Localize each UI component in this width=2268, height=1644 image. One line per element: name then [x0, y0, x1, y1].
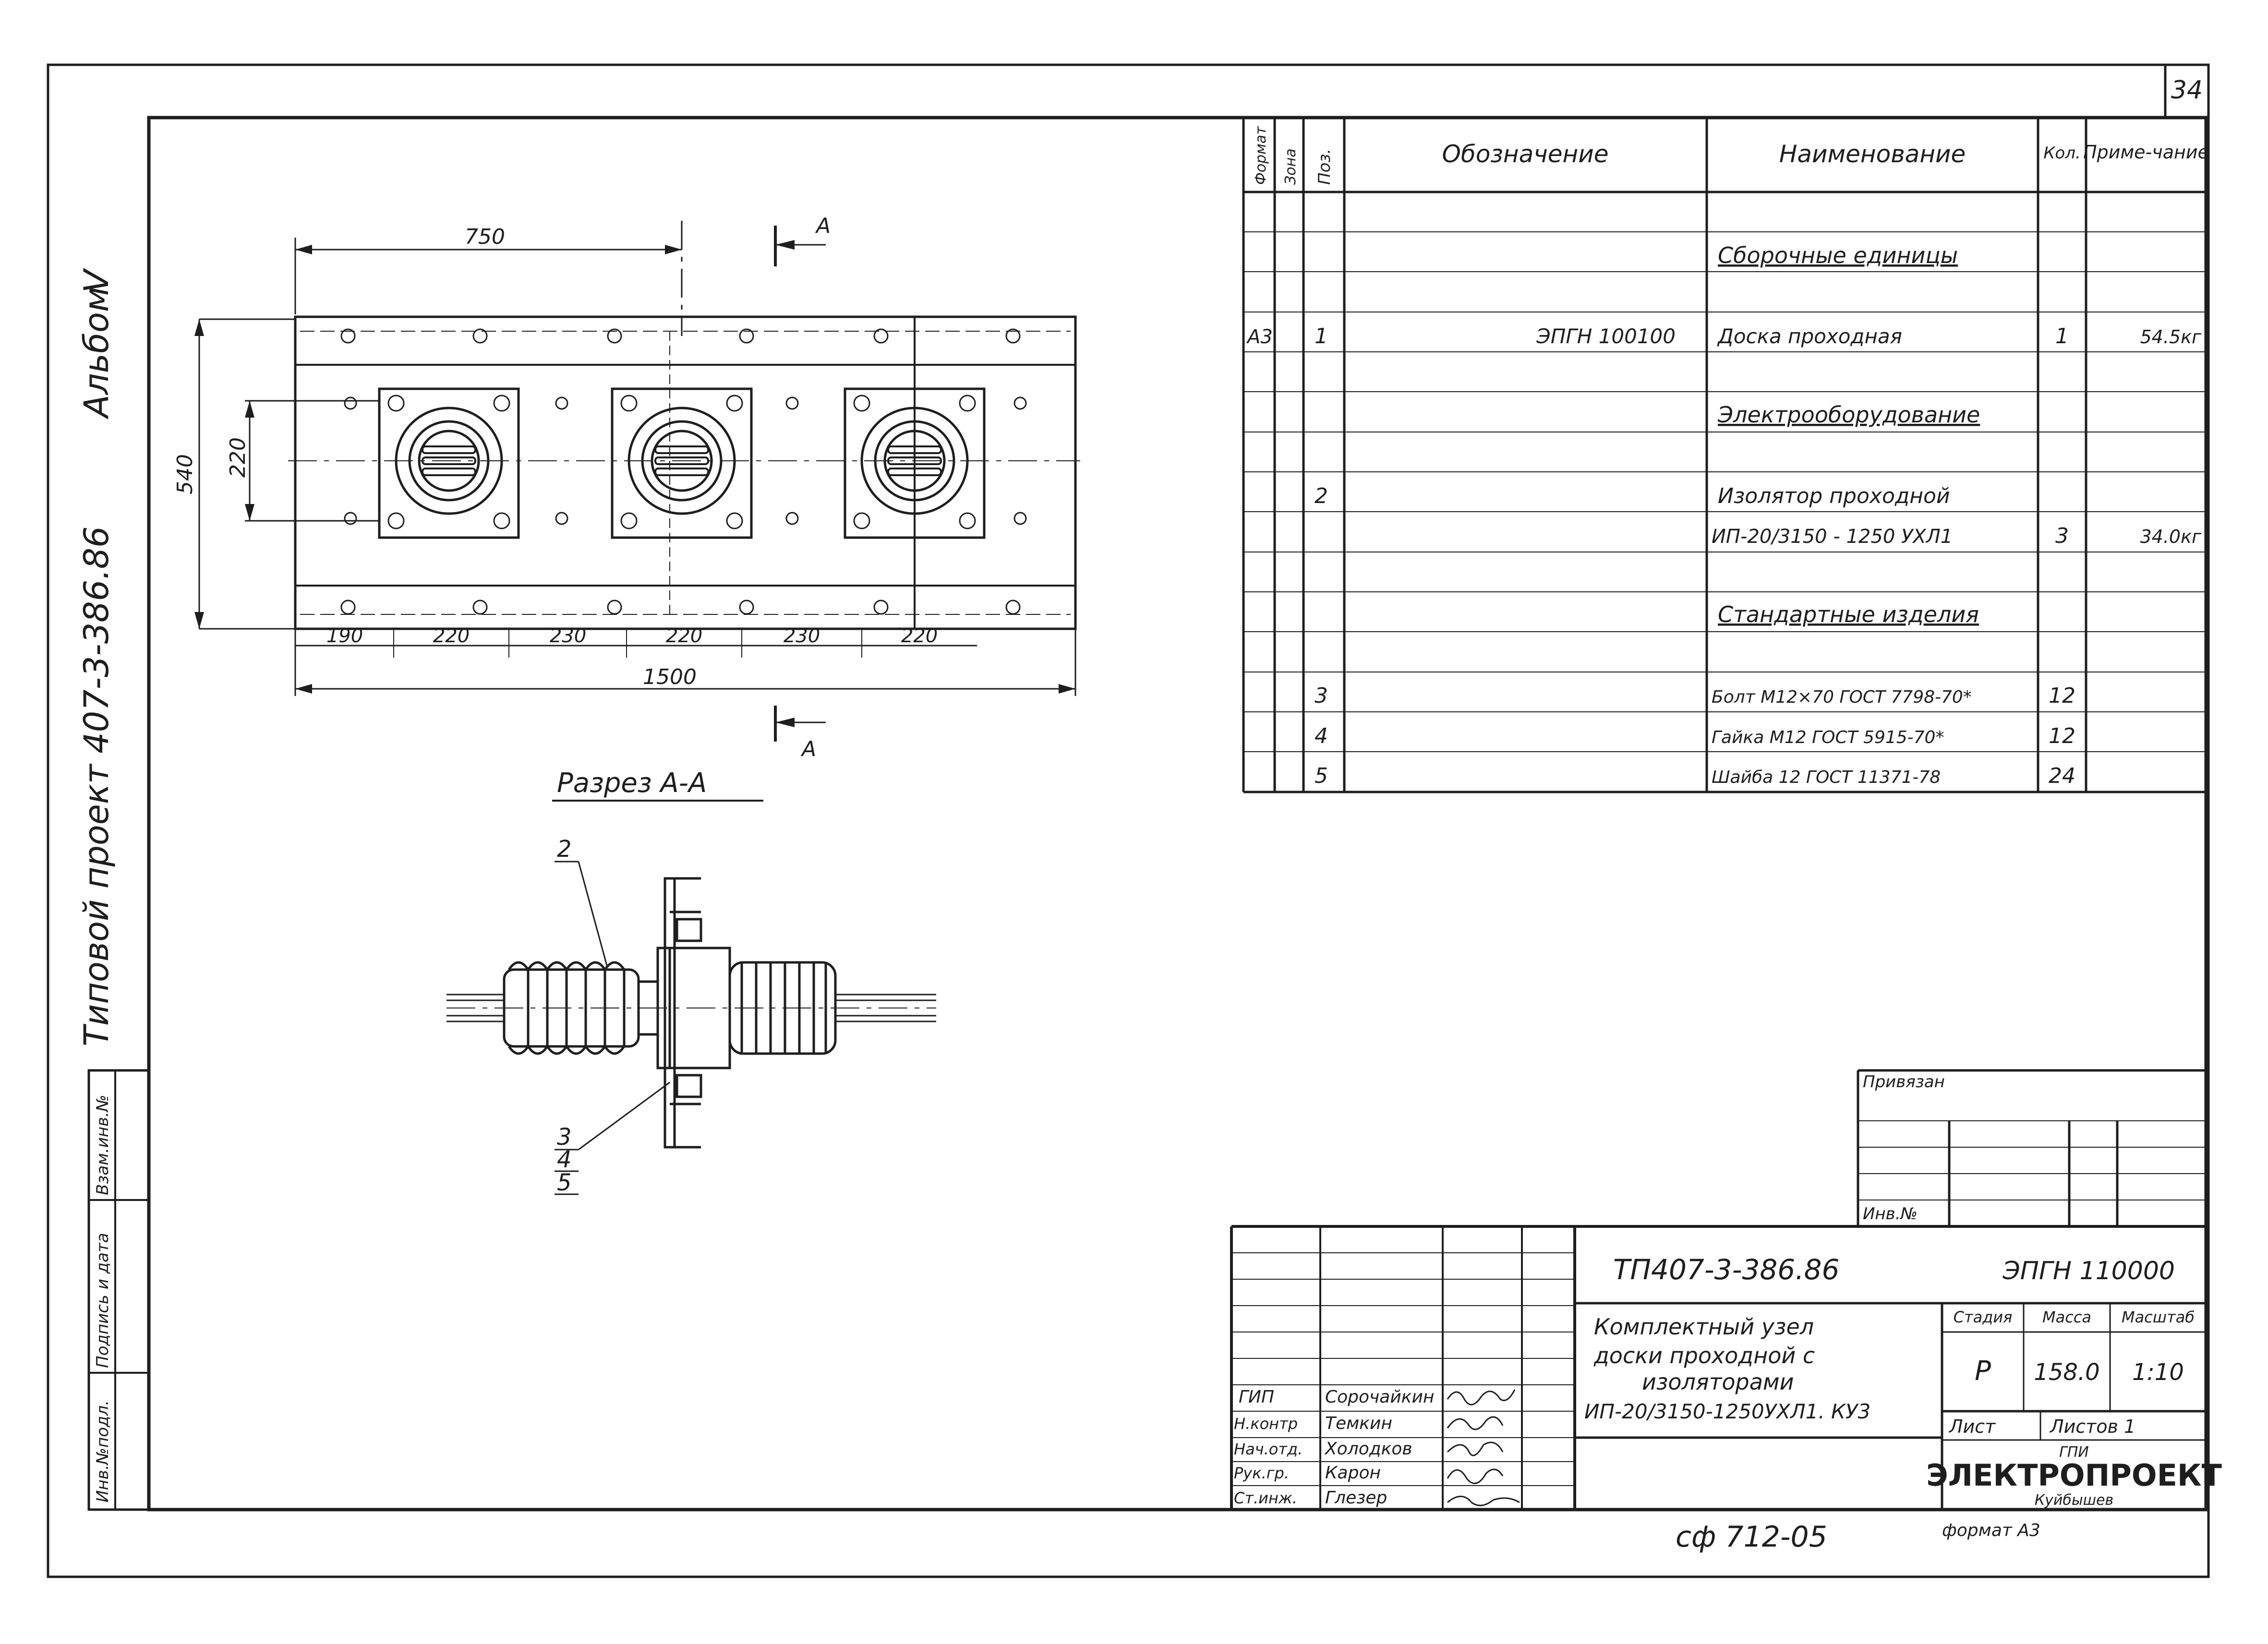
dim-540: 540	[173, 454, 197, 494]
scale-value: 1:10	[2132, 1359, 2184, 1386]
spec-header-note: Приме-чание	[2083, 142, 2209, 163]
left-stamp: Инв.№подл. Подпись и дата Взам.инв.№	[87, 1069, 150, 1511]
spec-header-qty: Кол.	[2043, 144, 2080, 163]
sheet-label: Лист	[1948, 1416, 1996, 1437]
spec-row-name: Сборочные единицы	[1718, 242, 1958, 268]
spec-row-name: Болт М12×70 ГОСТ 7798-70*	[1712, 687, 1972, 707]
spec-table: Формат Зона Поз. Обозначение Наименовани…	[1242, 118, 2209, 793]
spec-row-name: Изолятор проходной	[1718, 484, 1950, 508]
section-title: Разрез А-А	[557, 768, 707, 799]
album-label: Альбом	[77, 287, 116, 420]
page-number: 34	[2171, 76, 2203, 105]
spec-header-name: Наименование	[1779, 140, 1966, 168]
spec-header-designation: Обозначение	[1442, 140, 1609, 168]
spec-row-name: Гайка М12 ГОСТ 5915-70*	[1712, 728, 1944, 747]
dim-bottom-4: 220	[666, 625, 702, 647]
dim-220: 220	[226, 437, 250, 478]
attach-inv-label: Инв.№	[1863, 1204, 1918, 1224]
dim-750: 750	[465, 225, 505, 249]
attach-block: Привязан Инв.№	[1857, 1069, 2206, 1228]
signature-scribbles	[1447, 1389, 1520, 1506]
callout-2: 2	[557, 836, 572, 863]
sign-name: Глезер	[1325, 1488, 1387, 1508]
dim-bottom-5: 230	[784, 625, 820, 647]
sign-role: ГИП	[1239, 1387, 1274, 1407]
sign-name: Темкин	[1325, 1414, 1392, 1433]
stamp-cell-replace: Взам.инв.№	[93, 1095, 112, 1195]
title-line-1: Комплектный узел	[1594, 1314, 1814, 1340]
spec-row-qty: 1	[2055, 324, 2069, 348]
spec-row-name: Шайба 12 ГОСТ 11371-78	[1712, 768, 1941, 787]
section-marker-bottom: А	[800, 737, 816, 761]
spec-row-name: Электрооборудование	[1717, 402, 1980, 428]
stamp-cell-signature: Подпись и дата	[93, 1233, 112, 1368]
org-name: ЭЛЕКТРОПРОЕКТ	[1926, 1458, 2222, 1493]
spec-header-zone: Зона	[1282, 148, 1299, 185]
title-line-2: доски проходной с	[1593, 1343, 1815, 1368]
album-number: V	[77, 268, 116, 293]
title-block: ГИП Сорочайкин Н.контр Темкин Нач.отд. Х…	[1230, 1225, 2222, 1510]
spec-header-format: Формат	[1253, 126, 1269, 185]
dim-bottom-3: 230	[550, 625, 586, 647]
spec-row-pos: 5	[1315, 764, 1328, 788]
callout-5: 5	[557, 1169, 572, 1196]
dim-bottom-6: 220	[901, 625, 938, 647]
spec-row-name: Доска проходная	[1717, 324, 1902, 348]
project-code: ТП407-3-386.86	[1613, 1253, 1839, 1286]
format-note: формат А3	[1942, 1521, 2040, 1540]
spec-row-qty: 12	[2049, 684, 2075, 708]
inner-frame	[147, 116, 2208, 1512]
dim-bottom-1: 190	[326, 625, 363, 647]
spec-row-note: 54.5кг	[2140, 326, 2202, 348]
spec-row-format: А3	[1246, 326, 1273, 348]
footer-code: сф 712-05	[1676, 1520, 1827, 1554]
sheets-label: Листов 1	[2049, 1416, 2135, 1437]
spec-row-pos: 1	[1315, 324, 1328, 348]
title-line-4: ИП-20/3150-1250УХЛ1. КУ3	[1584, 1400, 1870, 1423]
sign-name: Сорочайкин	[1325, 1387, 1434, 1407]
attach-label: Привязан	[1863, 1072, 1945, 1092]
sign-name: Карон	[1325, 1463, 1381, 1483]
spec-row-qty: 3	[2055, 524, 2069, 548]
spec-row-name: ИП-20/3150 - 1250 УХЛ1	[1712, 526, 1953, 548]
spec-row-code: ЭПГН 100100	[1536, 324, 1676, 348]
project-number: Типовой проект 407-3-386.86	[77, 526, 116, 1046]
section-marker-top: А	[815, 214, 831, 238]
plan-view: 750 А	[173, 214, 1080, 761]
dim-bottom-2: 220	[433, 625, 470, 647]
stage-label: Стадия	[1954, 1308, 2013, 1326]
outer-border	[47, 63, 2210, 1578]
sign-name: Холодков	[1324, 1439, 1412, 1459]
spec-row-pos: 3	[1315, 684, 1328, 708]
spec-row-qty: 24	[2049, 764, 2075, 788]
callout-4: 4	[557, 1146, 572, 1173]
org-city: Куйбышев	[2035, 1492, 2113, 1509]
sign-role: Ст.инж.	[1234, 1489, 1297, 1507]
spec-row-pos: 2	[1315, 484, 1328, 508]
sign-role: Н.контр	[1234, 1415, 1298, 1433]
spec-row-qty: 12	[2049, 724, 2075, 748]
title-line-3: изоляторами	[1642, 1369, 1794, 1395]
mass-label: Масса	[2042, 1308, 2091, 1326]
stage-value: Р	[1975, 1356, 1991, 1387]
spec-row-pos: 4	[1315, 724, 1328, 748]
stamp-cell-inv: Инв.№подл.	[93, 1400, 112, 1502]
dim-1500: 1500	[643, 665, 697, 689]
mass-value: 158.0	[2034, 1359, 2099, 1386]
org-top: ГПИ	[2059, 1444, 2089, 1461]
sign-role: Рук.гр.	[1234, 1464, 1289, 1482]
section-view: 2 3 4 5	[446, 836, 936, 1196]
spec-row-note: 34.0кг	[2140, 526, 2202, 547]
spec-row-name: Стандартные изделия	[1718, 601, 1979, 627]
spec-header-pos: Поз.	[1315, 149, 1334, 185]
scale-label: Масштаб	[2122, 1308, 2195, 1326]
callout-3: 3	[557, 1124, 572, 1151]
sign-role: Нач.отд.	[1234, 1440, 1303, 1458]
doc-code: ЭПГН 110000	[2002, 1257, 2175, 1285]
